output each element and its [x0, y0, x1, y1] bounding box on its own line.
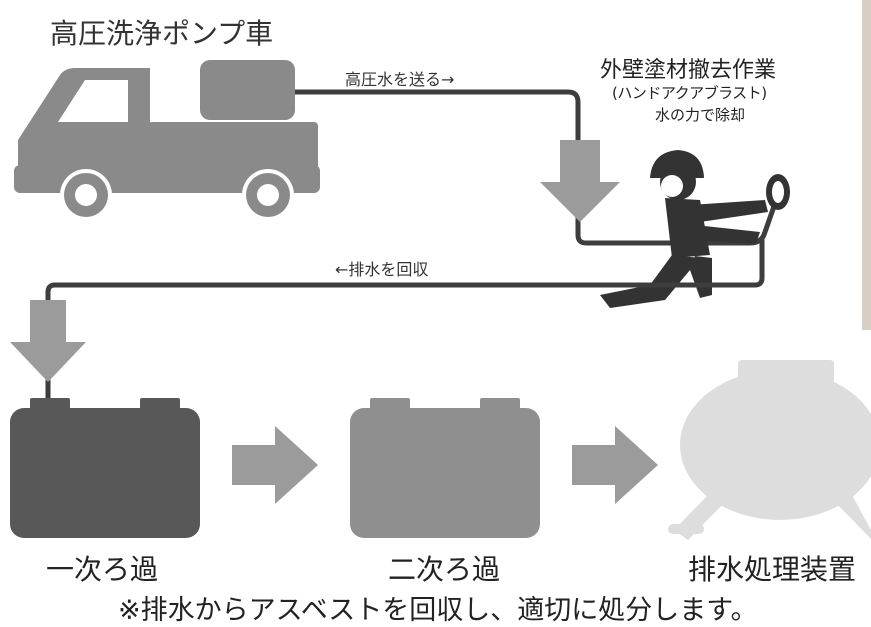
footnote: ※排水からアスベストを回収し、適切に処分します。 [118, 595, 758, 626]
pipe-back-label: ←排水を回収 [335, 260, 429, 279]
right-arrow-icon [572, 426, 658, 504]
primary-filter-tank [10, 398, 200, 538]
down-arrow-icon [10, 300, 86, 382]
worker-icon [600, 150, 790, 308]
down-arrow-icon [540, 140, 620, 222]
stage-label-treatment: 排水処理装置 [688, 553, 857, 586]
worker-note: 水の力で除却 [655, 106, 746, 124]
worker-title: 外壁塗材撤去作業 [600, 58, 777, 83]
edge-texture [862, 0, 871, 330]
stage-label-primary: 一次ろ過 [46, 553, 159, 586]
treatment-unit-icon [668, 360, 871, 540]
worker-subtitle: (ハンドアクアブラスト) [612, 84, 767, 102]
pipe-out-label: 高圧水を送る→ [345, 70, 455, 89]
drain-return-pipe [45, 238, 765, 412]
right-arrow-icon [232, 426, 318, 504]
stage-label-secondary: 二次ろ過 [388, 553, 501, 586]
secondary-filter-tank [350, 398, 540, 538]
pump-truck-icon [14, 60, 320, 221]
truck-title: 高圧洗浄ポンプ車 [50, 17, 274, 50]
